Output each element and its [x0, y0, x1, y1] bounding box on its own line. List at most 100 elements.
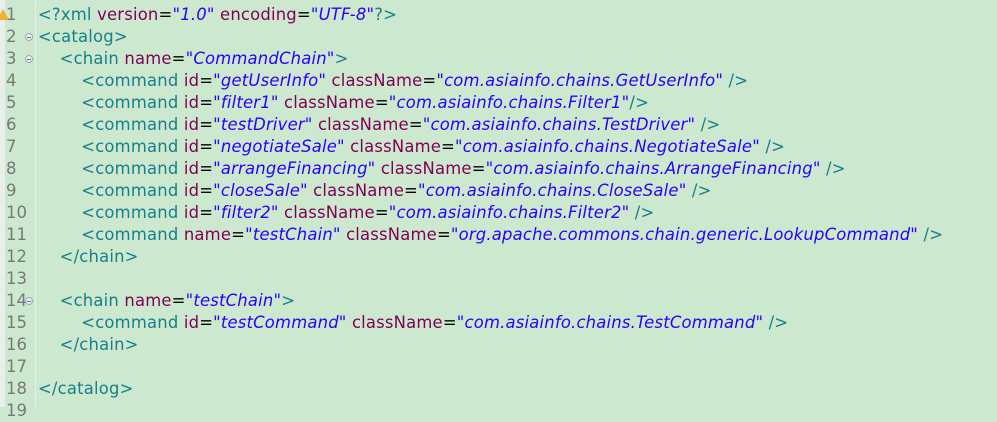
xml-attribute-value: "closeSale" [213, 181, 308, 200]
xml-punctuation: = [296, 5, 311, 24]
xml-punctuation: = [374, 93, 389, 112]
code-text: <command id="closeSale" className="com.a… [38, 180, 712, 202]
line-number: 17 [6, 357, 27, 376]
xml-attribute-value: "1.0" [172, 5, 215, 24]
xml-attribute-value: "testCommand" [213, 313, 347, 332]
xml-attribute: className [380, 159, 472, 178]
code-text: <chain name="testChain"> [38, 290, 295, 312]
line-number: 6 [6, 115, 17, 134]
xml-tag: </chain> [59, 247, 139, 266]
code-text: <command id="negotiateSale" className="c… [38, 136, 785, 158]
xml-tag: <catalog> [38, 27, 128, 46]
line-number: 14 [6, 291, 27, 310]
code-text: <?xml version="1.0" encoding="UTF-8"?> [38, 4, 397, 26]
xml-attribute-value: "com.asiainfo.chains.TestDriver" [422, 115, 696, 134]
xml-attribute-value: "com.asiainfo.chains.NegotiateSale" [454, 137, 760, 156]
code-text: <command id="arrangeFinancing" className… [38, 158, 846, 180]
xml-punctuation: = [199, 203, 214, 222]
xml-punctuation: = [199, 93, 214, 112]
xml-attribute-value: "arrangeFinancing" [213, 159, 376, 178]
xml-punctuation: = [422, 71, 437, 90]
xml-tag: > [334, 49, 349, 68]
xml-attribute: name [183, 225, 232, 244]
xml-punctuation: = [199, 115, 214, 134]
xml-attribute-value: "UTF-8" [310, 5, 375, 24]
xml-punctuation: = [171, 291, 186, 310]
xml-punctuation: = [199, 137, 214, 156]
xml-punctuation: = [441, 137, 455, 156]
xml-punctuation: = [442, 313, 457, 332]
xml-tag: </catalog> [38, 379, 134, 398]
xml-punctuation: = [471, 159, 486, 178]
line-number-gutter [0, 0, 34, 407]
code-text: <command name="testChain" className="org… [38, 224, 943, 246]
line-number: 9 [6, 181, 17, 200]
line-number: 15 [6, 313, 27, 332]
xml-attribute: className [284, 203, 375, 222]
xml-tag: <command [81, 203, 184, 222]
xml-tag: <chain [59, 49, 125, 68]
code-text: <command id="filter1" className="com.asi… [38, 92, 649, 114]
xml-attribute-value: "testChain" [245, 225, 341, 244]
xml-punctuation: = [374, 203, 389, 222]
line-number: 4 [6, 71, 17, 90]
xml-punctuation: = [408, 115, 423, 134]
xml-tag: <chain [59, 291, 125, 310]
xml-tag: /> [923, 225, 944, 244]
fold-collapse-icon[interactable] [25, 297, 33, 305]
line-number: 12 [6, 247, 27, 266]
code-text: <command id="filter2" className="com.asi… [38, 202, 654, 224]
xml-tag: /> [765, 137, 786, 156]
line-number: 16 [6, 335, 27, 354]
fold-collapse-icon[interactable] [25, 55, 33, 63]
xml-punctuation: = [199, 159, 214, 178]
code-text: </chain> [38, 334, 139, 356]
xml-tag: /> [634, 203, 655, 222]
xml-attribute-value: "com.asiainfo.chains.Filter2" [388, 203, 630, 222]
xml-attribute: id [183, 313, 200, 332]
line-number: 1 [6, 5, 17, 24]
xml-punctuation: = [404, 181, 418, 200]
xml-tag: <command [81, 115, 184, 134]
code-text: </chain> [38, 246, 139, 268]
xml-tag: /> [826, 159, 846, 178]
line-number: 3 [6, 49, 17, 68]
xml-tag: /> [629, 93, 650, 112]
code-text: <command id="getUserInfo" className="com… [38, 70, 748, 92]
xml-punctuation: = [199, 71, 214, 90]
xml-tag: <command [81, 159, 184, 178]
line-number: 11 [6, 225, 27, 244]
xml-attribute-value: "com.asiainfo.chains.ArrangeFinancing" [485, 159, 821, 178]
xml-attribute: id [183, 115, 200, 134]
xml-attribute: id [183, 181, 200, 200]
xml-attribute-value: "org.apache.commons.chain.generic.Lookup… [450, 225, 919, 244]
line-number: 18 [6, 379, 27, 398]
xml-tag: <command [81, 93, 184, 112]
fold-collapse-icon[interactable] [25, 33, 33, 41]
line-number: 19 [6, 401, 27, 420]
xml-attribute: className [351, 313, 443, 332]
xml-attribute: className [350, 137, 442, 156]
xml-tag: ?> [374, 5, 398, 24]
xml-attribute: id [183, 203, 200, 222]
xml-attribute: id [183, 159, 200, 178]
xml-punctuation: = [231, 225, 246, 244]
xml-tag: <? [38, 5, 61, 24]
xml-attribute: version [97, 5, 159, 24]
xml-attribute: className [317, 115, 409, 134]
xml-tag: /> [728, 71, 749, 90]
xml-punctuation: = [199, 181, 214, 200]
xml-attribute: id [183, 71, 200, 90]
xml-attribute: className [284, 93, 375, 112]
xml-attribute-value: "testChain" [185, 291, 282, 310]
xml-attribute: id [183, 137, 200, 156]
code-text: <chain name="CommandChain"> [38, 48, 349, 70]
xml-attribute: className [346, 225, 437, 244]
line-number: 5 [6, 93, 17, 112]
xml-attribute: encoding [220, 5, 297, 24]
xml-punctuation: = [158, 5, 173, 24]
warning-icon[interactable] [0, 9, 9, 20]
gutter-divider [35, 0, 36, 407]
code-text: </catalog> [38, 378, 134, 400]
